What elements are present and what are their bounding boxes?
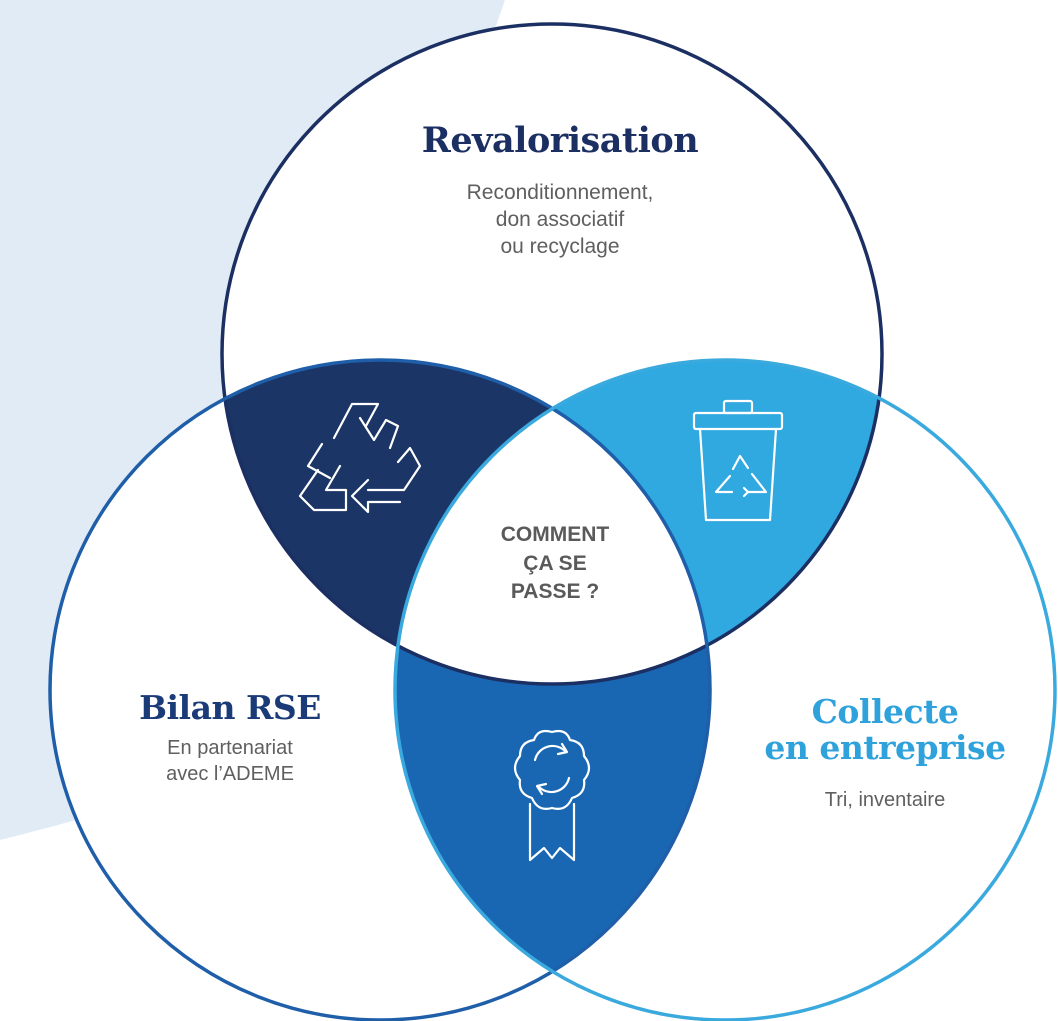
description-line: ou recyclage	[500, 234, 620, 258]
recycle-arrows-icon	[298, 402, 422, 514]
description-line: Tri, inventaire	[824, 789, 946, 811]
title-line: Collecte	[811, 692, 959, 731]
circle-top-outline	[220, 22, 884, 686]
award-ribbon-refresh-icon	[513, 729, 591, 862]
recycling-bin-icon	[692, 399, 784, 522]
description-line: don associatif	[495, 207, 625, 231]
center-region	[395, 360, 710, 684]
revalorisation-description: Reconditionnement, don associatif ou rec…	[380, 180, 740, 261]
center-line: ÇA SE	[523, 551, 587, 575]
circle-right-outline	[393, 358, 1057, 1021]
bilan-rse-title: Bilan RSE	[139, 688, 321, 727]
description-line: En partenariat	[167, 737, 293, 759]
circle-left-outline	[48, 358, 712, 1021]
title-line: en entreprise	[764, 728, 1006, 768]
revalorisation-title: Revalorisation	[421, 120, 699, 161]
description-line: avec l’ADEME	[166, 762, 294, 785]
collecte-description: Tri, inventaire	[730, 788, 1040, 814]
bilan-rse-description: En partenariat avec l’ADEME	[100, 736, 360, 787]
center-question: COMMENT ÇA SE PASSE ?	[440, 521, 670, 607]
description-line: Reconditionnement,	[466, 181, 654, 204]
center-line: PASSE ?	[510, 580, 600, 604]
collecte-title: Collecte en entreprise	[730, 692, 1040, 768]
center-line: COMMENT	[500, 523, 610, 546]
